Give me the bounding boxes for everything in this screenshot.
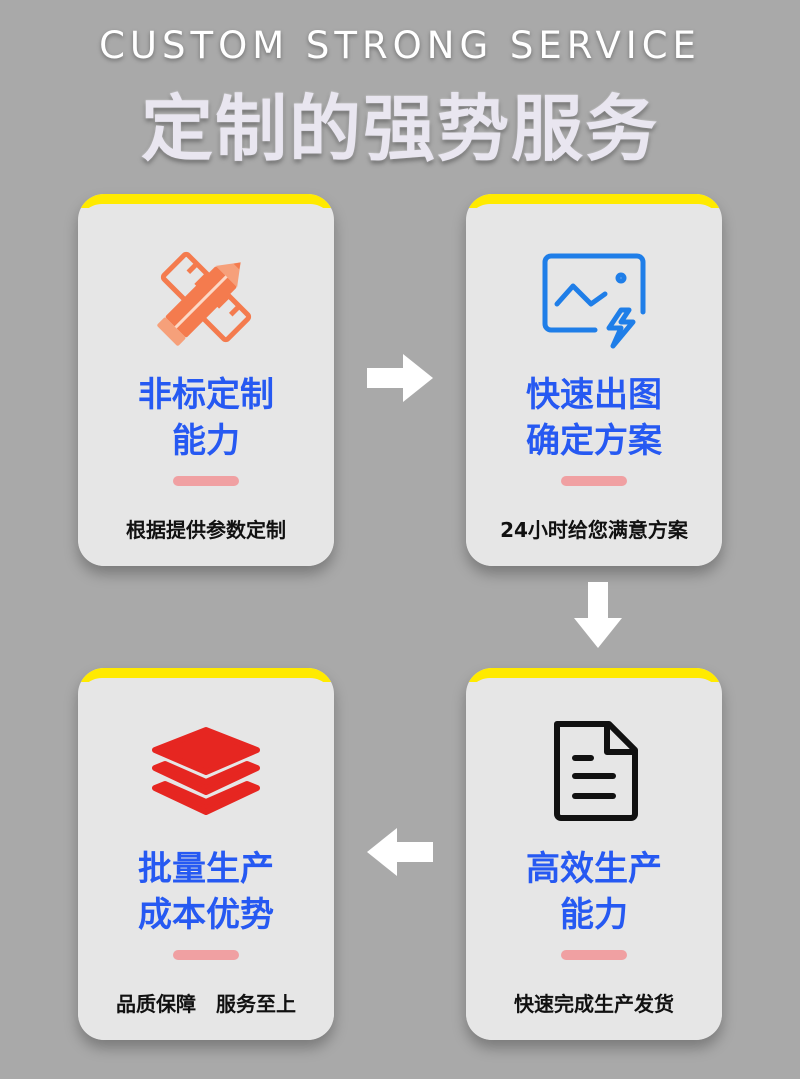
card-divider bbox=[561, 950, 627, 960]
service-card-custom: 非标定制 能力 根据提供参数定制 bbox=[78, 194, 334, 566]
card-title: 批量生产 成本优势 bbox=[138, 849, 274, 935]
pencil-ruler-icon bbox=[141, 232, 271, 362]
arrow-left-icon bbox=[363, 826, 437, 878]
card-title: 高效生产 能力 bbox=[526, 849, 662, 935]
service-card-fast-design: 快速出图 确定方案 24小时给您满意方案 bbox=[466, 194, 722, 566]
card-title: 非标定制 能力 bbox=[138, 375, 274, 461]
arrow-down-icon bbox=[572, 578, 624, 652]
image-flash-icon bbox=[529, 232, 659, 362]
card-divider bbox=[561, 476, 627, 486]
card-title: 快速出图 确定方案 bbox=[526, 375, 662, 461]
chinese-title: 定制的强势服务 bbox=[140, 87, 659, 171]
english-title: CUSTOM STRONG SERVICE bbox=[99, 24, 701, 67]
card-subtitle: 品质保障 服务至上 bbox=[116, 992, 296, 1016]
arrow-right-icon bbox=[363, 352, 437, 404]
card-subtitle: 快速完成生产发货 bbox=[514, 992, 674, 1016]
card-body: 高效生产 能力 快速完成生产发货 bbox=[466, 678, 722, 1040]
layers-stack-icon bbox=[141, 706, 271, 836]
card-divider bbox=[173, 476, 239, 486]
service-card-efficient-production: 高效生产 能力 快速完成生产发货 bbox=[466, 668, 722, 1040]
card-body: 批量生产 成本优势 品质保障 服务至上 bbox=[78, 678, 334, 1040]
card-body: 非标定制 能力 根据提供参数定制 bbox=[78, 204, 334, 566]
card-body: 快速出图 确定方案 24小时给您满意方案 bbox=[466, 204, 722, 566]
card-subtitle: 24小时给您满意方案 bbox=[500, 518, 688, 542]
service-card-mass-production: 批量生产 成本优势 品质保障 服务至上 bbox=[78, 668, 334, 1040]
card-divider bbox=[173, 950, 239, 960]
document-icon bbox=[529, 706, 659, 836]
card-subtitle: 根据提供参数定制 bbox=[126, 518, 286, 542]
